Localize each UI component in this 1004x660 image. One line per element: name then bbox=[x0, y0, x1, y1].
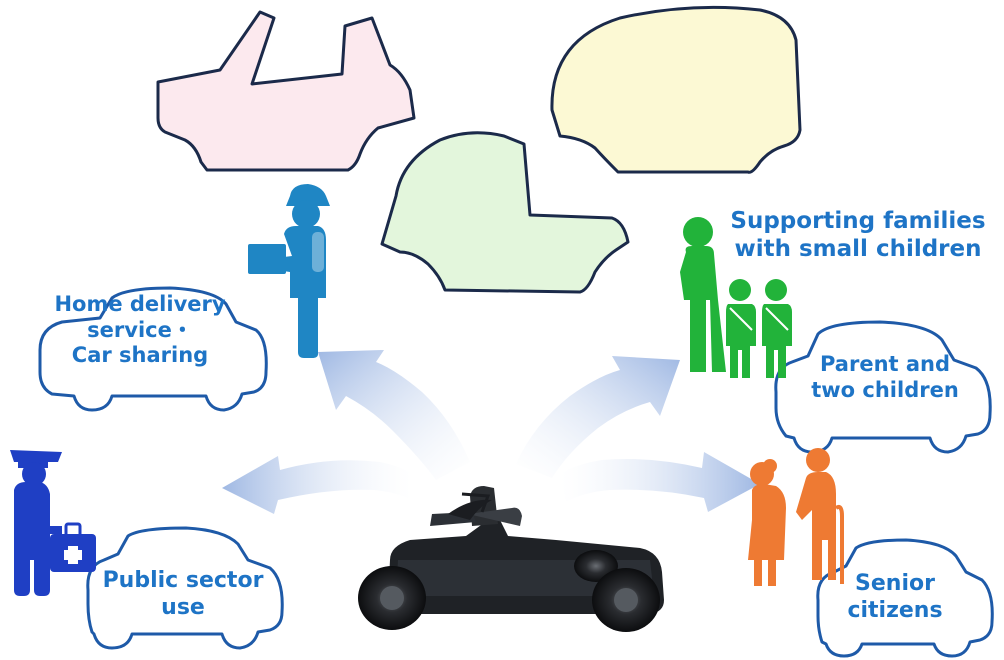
family-icon bbox=[680, 217, 792, 378]
label-senior-citizens: Senior citizens bbox=[830, 571, 960, 625]
label-line: Parent and bbox=[819, 352, 951, 376]
arrow-to-delivery bbox=[318, 350, 470, 480]
public-worker-icon bbox=[10, 450, 96, 596]
arrow-to-family bbox=[516, 356, 680, 478]
label-line: Home delivery bbox=[54, 292, 226, 316]
senior-couple-icon bbox=[748, 448, 844, 586]
car-outline-senior bbox=[816, 538, 994, 658]
label-public-sector: Public sector use bbox=[78, 568, 288, 622]
arrow-to-senior bbox=[560, 452, 760, 512]
car-body-green-icon bbox=[380, 131, 630, 294]
label-line: citizens bbox=[847, 597, 943, 623]
label-home-delivery: Home delivery service・ Car sharing bbox=[20, 292, 260, 369]
car-body-yellow-icon bbox=[550, 5, 802, 174]
car-outline-public bbox=[86, 526, 284, 650]
arrow-to-public-sector bbox=[222, 456, 412, 514]
label-supporting-families: Supporting families with small children bbox=[712, 207, 1004, 263]
label-line: Supporting families bbox=[730, 208, 986, 234]
vehicle-chassis-icon bbox=[358, 486, 664, 632]
label-line: service・ bbox=[87, 317, 193, 342]
delivery-person-icon bbox=[248, 184, 330, 358]
label-line: Senior bbox=[855, 571, 935, 596]
car-outline-delivery bbox=[38, 286, 268, 412]
label-line: Public sector bbox=[102, 568, 264, 593]
label-line: two children bbox=[811, 377, 959, 402]
label-parent-two-children: Parent and two children bbox=[790, 352, 980, 403]
car-body-pink-icon bbox=[156, 10, 416, 172]
car-outline-parent bbox=[774, 320, 992, 454]
label-line: use bbox=[161, 594, 205, 620]
label-line: Car sharing bbox=[71, 343, 209, 368]
label-line: with small children bbox=[734, 236, 982, 263]
